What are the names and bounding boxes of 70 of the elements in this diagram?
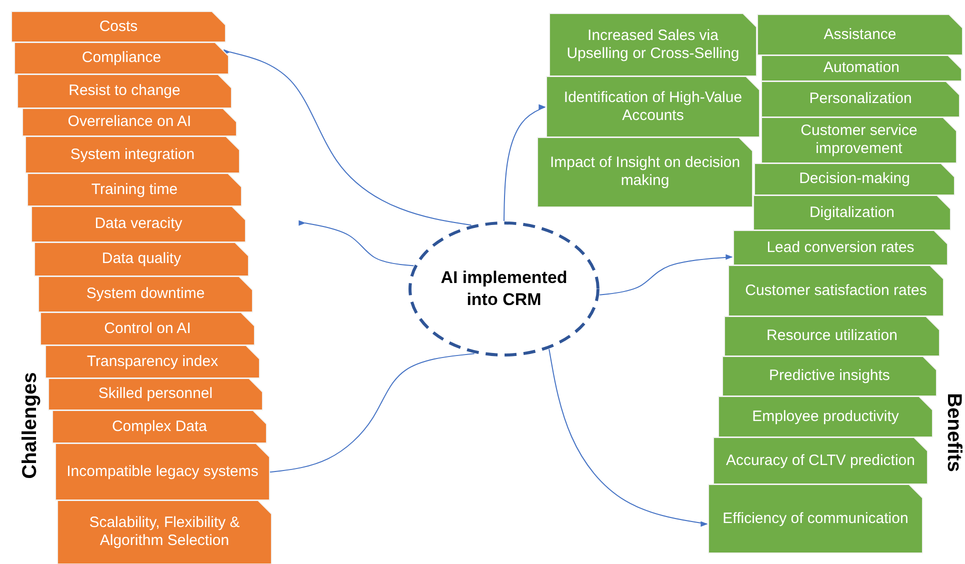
card-label: Customer satisfaction rates (744, 282, 928, 300)
card-label: Accuracy of CLTV prediction (725, 452, 916, 470)
card-label: Complex Data (110, 418, 208, 436)
benefit-card (708, 484, 923, 553)
card-label: Impact of Insight on decision making (548, 154, 742, 190)
card-label: Control on AI (103, 320, 192, 338)
benefit-card (713, 437, 928, 484)
benefit-card (754, 163, 955, 195)
challenge-card (31, 206, 246, 242)
arrow (599, 254, 733, 296)
card-label: Digitalization (808, 204, 896, 222)
benefit-card (761, 117, 957, 163)
benefit-card (757, 14, 963, 55)
challenge-card (38, 276, 253, 312)
challenge-card (40, 312, 255, 345)
benefit-card (753, 195, 951, 230)
challenge-card (25, 136, 240, 173)
card-label: Lead conversion rates (766, 238, 916, 256)
challenge-card (22, 108, 237, 136)
challenge-card (45, 345, 260, 378)
card-label: Efficiency of communication (722, 510, 910, 528)
card-label: Increased Sales via Upselling or Cross-Selling (566, 26, 740, 62)
card-label: Costs (98, 18, 139, 36)
challenge-card (57, 500, 272, 564)
arrow (504, 106, 546, 222)
card-label: Customer service improvement (800, 122, 918, 158)
card-label: Predictive insights (768, 367, 891, 385)
challenge-card (34, 242, 249, 276)
center-title: AI implemented into CRM (440, 267, 568, 311)
benefit-card (537, 137, 753, 207)
challenge-card (55, 443, 270, 500)
challenge-card (27, 173, 242, 206)
card-label: Data quality (100, 250, 182, 268)
benefit-card (761, 81, 960, 117)
challenge-card (17, 74, 232, 108)
card-label: Resource utilization (766, 327, 898, 345)
benefit-card (546, 76, 760, 137)
benefit-card (724, 316, 940, 356)
benefit-card (718, 396, 933, 437)
card-label: Training time (90, 180, 179, 198)
benefit-card (733, 230, 948, 265)
section-heading: Benefits (942, 392, 964, 472)
card-label: Personalization (808, 90, 913, 108)
card-label: System downtime (85, 285, 206, 303)
benefit-card (722, 356, 937, 396)
benefit-card (728, 265, 944, 316)
card-label: Overreliance on AI (66, 113, 192, 131)
arrow (270, 353, 475, 474)
card-label: System integration (69, 146, 196, 164)
card-label: Transparency index (86, 352, 220, 370)
card-label: Incompatible legacy systems (66, 462, 260, 480)
challenge-card (14, 42, 229, 74)
card-label: Employee productivity (751, 408, 900, 426)
card-label: Decision-making (798, 170, 911, 188)
dashed-ellipse (408, 221, 600, 357)
card-label: Compliance (80, 49, 162, 67)
benefit-card (549, 13, 757, 76)
challenge-card (52, 410, 267, 443)
card-label: Skilled personnel (97, 385, 214, 403)
challenge-card (48, 378, 263, 410)
card-label: Data veracity (94, 215, 184, 233)
card-label: Scalability, Flexibility & Algorithm Selection (88, 514, 241, 550)
card-label: Assistance (822, 26, 898, 44)
section-heading: Challenges (18, 372, 42, 478)
arrow (548, 348, 708, 526)
challenge-card (11, 11, 226, 42)
card-label: Resist to change (68, 82, 182, 100)
benefit-card (761, 55, 962, 81)
card-label: Automation (822, 59, 900, 77)
card-label: Identification of High-Value Accounts (562, 88, 744, 124)
